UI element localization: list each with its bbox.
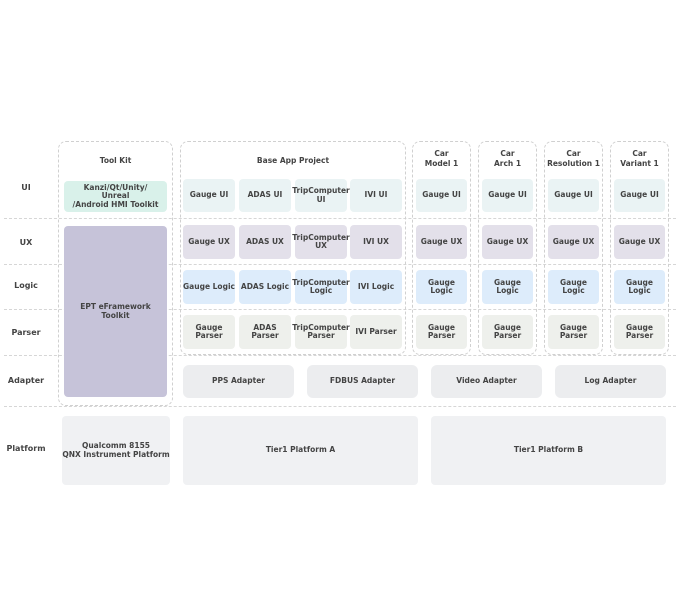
car-model-gauge-ux-box: Gauge UX xyxy=(416,225,467,259)
car-arch-gauge-parser-box: Gauge Parser xyxy=(482,315,533,349)
car-resolution-gauge-logic-box: Gauge Logic xyxy=(548,270,599,304)
tripcomputer-parser-box: TripComputer Parser xyxy=(292,315,350,349)
row-label-adapter: Adapter xyxy=(7,376,45,385)
toolkit-title: Tool Kit xyxy=(99,156,132,165)
fdbus-adapter-box: FDBUS Adapter xyxy=(307,365,418,398)
base-app-group xyxy=(180,141,406,355)
car-model-gauge-ui-box: Gauge UI xyxy=(416,179,467,212)
car-model-gauge-parser-box: Gauge Parser xyxy=(416,315,467,349)
row-divider xyxy=(4,355,676,356)
row-label-parser: Parser xyxy=(11,328,41,337)
row-divider xyxy=(4,406,676,407)
car-arch-gauge-logic-box: Gauge Logic xyxy=(482,270,533,304)
car-variant-gauge-logic-box: Gauge Logic xyxy=(614,270,665,304)
toolkit-group xyxy=(58,141,173,406)
row-divider xyxy=(4,309,676,310)
car-variant-gauge-ux-box: Gauge UX xyxy=(614,225,665,259)
tier1-platform-b-box: Tier1 Platform B xyxy=(431,416,666,485)
ivi-logic-box: IVI Logic xyxy=(350,270,402,304)
toolkit-hmi-box: Kanzi/Qt/Unity/ Unreal /Android HMI Tool… xyxy=(64,181,167,212)
row-label-ui: UI xyxy=(21,183,31,192)
car-variant-group xyxy=(610,141,669,355)
ivi-parser-box: IVI Parser xyxy=(350,315,402,349)
car-arch-gauge-ux-box: Gauge UX xyxy=(482,225,533,259)
eframework-toolkit-box: EPT eFramework Toolkit xyxy=(64,226,167,397)
pps-adapter-box: PPS Adapter xyxy=(183,365,294,398)
row-divider xyxy=(4,218,676,219)
car-model-group xyxy=(412,141,471,355)
car-resolution-group xyxy=(544,141,603,355)
tripcomputer-ui-box: TripComputer UI xyxy=(292,179,350,212)
gauge-parser-box: Gauge Parser xyxy=(183,315,235,349)
car-resolution-gauge-parser-box: Gauge Parser xyxy=(548,315,599,349)
base-app-title: Base App Project xyxy=(256,156,330,165)
car-resolution-gauge-ux-box: Gauge UX xyxy=(548,225,599,259)
gauge-logic-box: Gauge Logic xyxy=(183,270,235,304)
gauge-ui-box: Gauge UI xyxy=(183,179,235,212)
gauge-ux-box: Gauge UX xyxy=(183,225,235,259)
ivi-ui-box: IVI UI xyxy=(350,179,402,212)
adas-parser-box: ADAS Parser xyxy=(239,315,291,349)
car-arch-title: Car Arch 1 xyxy=(493,149,522,168)
qualcomm-platform-box: Qualcomm 8155 QNX Instrument Platform xyxy=(62,416,170,485)
adas-ux-box: ADAS UX xyxy=(239,225,291,259)
row-divider xyxy=(4,264,676,265)
row-label-ux: UX xyxy=(19,238,33,247)
car-variant-title: Car Variant 1 xyxy=(620,149,659,168)
tripcomputer-logic-box: TripComputer Logic xyxy=(292,270,350,304)
log-adapter-box: Log Adapter xyxy=(555,365,666,398)
car-resolution-gauge-ui-box: Gauge UI xyxy=(548,179,599,212)
tripcomputer-ux-box: TripComputer UX xyxy=(292,225,350,259)
car-resolution-title: Car Resolution 1 xyxy=(547,149,600,168)
car-arch-group xyxy=(478,141,537,355)
tier1-platform-a-box: Tier1 Platform A xyxy=(183,416,418,485)
car-variant-gauge-ui-box: Gauge UI xyxy=(614,179,665,212)
adas-logic-box: ADAS Logic xyxy=(239,270,291,304)
row-label-logic: Logic xyxy=(14,281,38,290)
row-label-platform: Platform xyxy=(6,444,46,453)
video-adapter-box: Video Adapter xyxy=(431,365,542,398)
ivi-ux-box: IVI UX xyxy=(350,225,402,259)
adas-ui-box: ADAS UI xyxy=(239,179,291,212)
car-model-title: Car Model 1 xyxy=(424,149,459,168)
car-variant-gauge-parser-box: Gauge Parser xyxy=(614,315,665,349)
car-arch-gauge-ui-box: Gauge UI xyxy=(482,179,533,212)
car-model-gauge-logic-box: Gauge Logic xyxy=(416,270,467,304)
